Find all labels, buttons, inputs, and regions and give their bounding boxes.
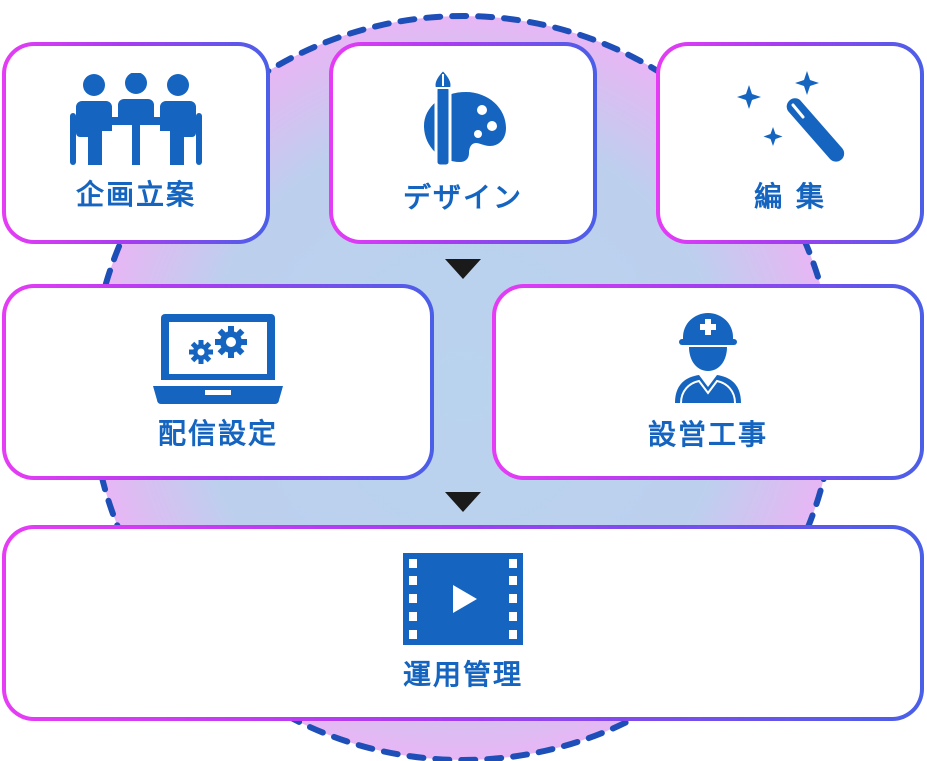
flow-arrow-down <box>445 492 481 512</box>
step-card-install: 設営工事 <box>492 284 924 480</box>
step-card-operation: 運用管理 <box>2 525 924 721</box>
laptop-gears-icon <box>153 312 283 404</box>
step-card-delivery: 配信設定 <box>2 284 434 480</box>
magic-wand-icon <box>735 71 845 167</box>
worker-helmet-icon <box>673 311 743 405</box>
film-play-icon <box>403 553 523 645</box>
step-label-planning: 企画立案 <box>75 178 196 211</box>
palette-icon <box>418 70 508 168</box>
step-label-delivery: 配信設定 <box>157 417 278 450</box>
step-label-operation: 運用管理 <box>402 658 523 691</box>
step-label-install: 設営工事 <box>647 418 768 451</box>
step-label-editing: 編 集 <box>754 180 826 213</box>
meeting-icon <box>68 73 204 165</box>
flow-arrow-down <box>445 259 481 279</box>
step-label-design: デザイン <box>402 181 523 214</box>
step-card-design: デザイン <box>329 42 597 244</box>
step-card-editing: 編 集 <box>656 42 924 244</box>
step-card-planning: 企画立案 <box>2 42 270 244</box>
